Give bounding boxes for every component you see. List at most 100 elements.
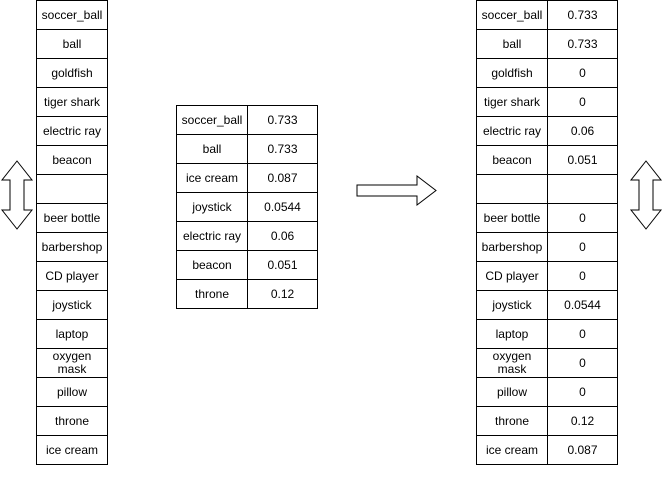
row-label: soccer_ball: [181, 112, 243, 127]
table-row: throne: [36, 406, 108, 436]
value-cell: 0: [547, 261, 618, 291]
row-label: throne: [194, 286, 230, 301]
value-cell: 0.06: [247, 221, 318, 251]
label-cell: pillow: [36, 377, 108, 407]
row-label: joystick: [492, 297, 532, 312]
table-row: CD player 0: [476, 261, 618, 291]
label-cell: tiger shark: [36, 87, 108, 117]
row-value: 0.0544: [564, 297, 601, 312]
table-row: [476, 174, 618, 204]
value-cell: 0.087: [547, 435, 618, 465]
row-label: beer bottle: [483, 210, 541, 225]
value-cell: 0: [547, 58, 618, 88]
table-row: pillow: [36, 377, 108, 407]
table-row: soccer_ball: [36, 0, 108, 30]
label-cell: oxygen mask: [476, 348, 548, 378]
value-cell: 0.12: [547, 406, 618, 436]
table-row: ball: [36, 29, 108, 59]
label-cell: ball: [176, 134, 248, 164]
row-label: beacon: [192, 257, 232, 272]
label-cell: ice cream: [176, 163, 248, 193]
row-value: 0: [579, 326, 586, 341]
row-label: goldfish: [491, 65, 533, 80]
label-cell: electric ray: [476, 116, 548, 146]
table-row: CD player: [36, 261, 108, 291]
label-cell: soccer_ball: [176, 105, 248, 135]
row-value: 0.733: [267, 112, 298, 127]
row-label: goldfish: [51, 65, 93, 80]
label-cell: goldfish: [476, 58, 548, 88]
table-row: laptop 0: [476, 319, 618, 349]
row-value: 0.733: [267, 141, 298, 156]
value-cell: 0: [547, 319, 618, 349]
row-label: laptop: [55, 326, 89, 341]
label-cell: oxygen mask: [36, 348, 108, 378]
value-cell: 0.733: [547, 29, 618, 59]
row-label: ice cream: [45, 442, 98, 457]
value-cell: 0: [547, 348, 618, 378]
row-value: 0: [579, 94, 586, 109]
row-value: 0.733: [567, 7, 598, 22]
label-cell: laptop: [36, 319, 108, 349]
label-cell: ice cream: [476, 435, 548, 465]
row-label: beer bottle: [43, 210, 101, 225]
value-cell: 0.06: [547, 116, 618, 146]
row-value: 0: [579, 239, 586, 254]
row-label: ball: [202, 141, 222, 156]
value-cell: 0.0544: [547, 290, 618, 320]
label-cell: ice cream: [36, 435, 108, 465]
table-row: ice cream 0.087: [176, 163, 318, 193]
label-cell: soccer_ball: [36, 0, 108, 30]
row-value: 0.733: [567, 36, 598, 51]
row-label: CD player: [45, 268, 99, 283]
label-cell: joystick: [176, 192, 248, 222]
label-cell: CD player: [476, 261, 548, 291]
table-row: joystick 0.0544: [476, 290, 618, 320]
row-label: ice cream: [185, 170, 238, 185]
row-label: oxygen mask: [492, 349, 532, 376]
label-cell: ball: [36, 29, 108, 59]
value-cell: 0.087: [247, 163, 318, 193]
table-row: barbershop: [36, 232, 108, 262]
label-cell: CD player: [36, 261, 108, 291]
table-row: beer bottle 0: [476, 203, 618, 233]
row-label: beacon: [52, 152, 92, 167]
table-row: beer bottle: [36, 203, 108, 233]
table-row: goldfish: [36, 58, 108, 88]
row-value: 0.051: [267, 257, 298, 272]
row-value: 0: [579, 355, 586, 370]
row-value: 0: [579, 268, 586, 283]
table-row: ice cream 0.087: [476, 435, 618, 465]
table-row: electric ray 0.06: [476, 116, 618, 146]
table-row: ball 0.733: [176, 134, 318, 164]
row-value: 0.06: [570, 123, 595, 138]
value-cell: 0.733: [547, 0, 618, 30]
row-label: pillow: [496, 384, 527, 399]
right-arrow-icon: [356, 174, 437, 207]
row-label: tiger shark: [43, 94, 101, 109]
value-cell: 0: [547, 377, 618, 407]
table-row: beacon: [36, 145, 108, 175]
row-value: 0.0544: [264, 199, 301, 214]
table-row: oxygen mask: [36, 348, 108, 378]
label-cell: throne: [476, 406, 548, 436]
row-value: 0: [579, 210, 586, 225]
value-cell: 0: [547, 203, 618, 233]
value-cell: 0.12: [247, 279, 318, 309]
label-cell: throne: [36, 406, 108, 436]
label-cell: soccer_ball: [476, 0, 548, 30]
row-label: throne: [54, 413, 90, 428]
row-value: 0.087: [567, 442, 598, 457]
label-cell: joystick: [476, 290, 548, 320]
value-cell: 0: [547, 87, 618, 117]
row-label: laptop: [495, 326, 529, 341]
label-cell: electric ray: [36, 116, 108, 146]
row-label: barbershop: [41, 239, 103, 254]
table-row: ice cream: [36, 435, 108, 465]
